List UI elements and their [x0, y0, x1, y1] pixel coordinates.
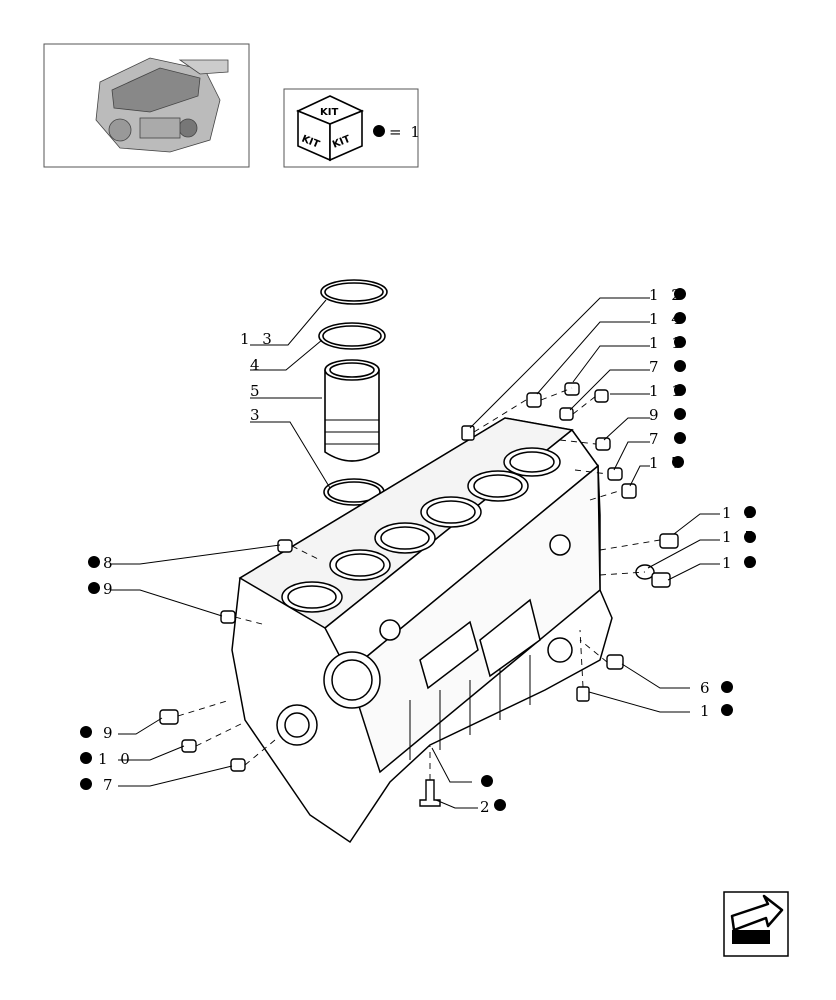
kit-dot-icon [88, 556, 100, 568]
callout-1-4: 1 4 [649, 310, 685, 328]
callout-4: 4 [250, 356, 264, 374]
callout-7-a: 7 [649, 358, 663, 376]
kit-dot-icon [80, 726, 92, 738]
assembly-lines [177, 387, 661, 780]
kit-dot-icon [744, 531, 756, 543]
kit-dot-icon [674, 408, 686, 420]
engine-block-drawing [231, 417, 613, 844]
callout-7-b: 7 [649, 430, 663, 448]
callout-9-c: 9 [103, 724, 117, 742]
kit-dot-icon [88, 582, 100, 594]
callout-2: 2 [480, 798, 494, 816]
callout-9-b: 9 [103, 580, 117, 598]
callout-3: 3 [250, 406, 264, 424]
kit-dot-icon [373, 125, 385, 137]
callout-labels: 1 3 4 5 3 1 2 1 4 1 1 7 1 1 9 7 1 7 1 1 … [80, 286, 758, 816]
kit-top-text: KIT [320, 107, 338, 118]
callout-1-2: 1 2 [649, 286, 685, 304]
kit-cube-icon [296, 95, 364, 162]
leader-lines [110, 297, 720, 809]
kit-dot-icon [674, 336, 686, 348]
kit-dot-icon [674, 360, 686, 372]
kit-equals-text: = 1 [389, 123, 422, 141]
callout-9-a: 9 [649, 406, 663, 424]
kit-dot-icon [744, 506, 756, 518]
callout-8: 8 [103, 554, 117, 572]
kit-dot-icon [674, 432, 686, 444]
kit-dot-icon [80, 778, 92, 790]
kit-dot-icon [744, 556, 756, 568]
kit-dot-icon [674, 312, 686, 324]
liner-parts [318, 279, 388, 506]
callout-7-c: 7 [103, 776, 117, 794]
kit-dot-icon [80, 752, 92, 764]
callout-6: 6 [700, 679, 714, 697]
callout-1-1-b: 1 1 [649, 382, 685, 400]
kit-dot-icon [494, 799, 506, 811]
kit-dot-icon [672, 456, 684, 468]
callout-1-1-a: 1 1 [649, 334, 685, 352]
kit-dot-icon [674, 288, 686, 300]
next-page-arrow-icon[interactable] [723, 891, 789, 957]
callout-1-3-left: 1 3 [240, 330, 276, 348]
kit-dot-icon [721, 681, 733, 693]
kit-legend: KIT KIT KIT = 1 [283, 88, 422, 168]
engine-thumbnail-icon[interactable] [43, 43, 250, 168]
kit-dot-icon [674, 384, 686, 396]
kit-dot-icon [481, 775, 493, 787]
callout-5: 5 [250, 382, 264, 400]
kit-dot-icon [721, 704, 733, 716]
callout-1-0: 1 0 [98, 750, 134, 768]
callout-1-7: 1 7 [649, 454, 685, 472]
callout-1-5: 1 5 [722, 528, 758, 546]
